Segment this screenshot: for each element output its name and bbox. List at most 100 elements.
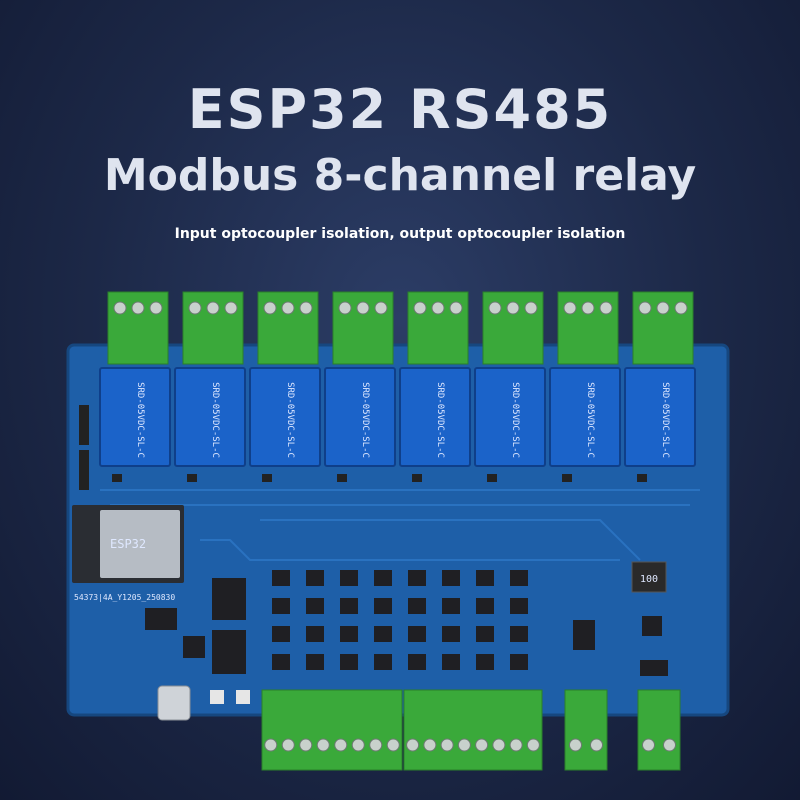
led [337,474,347,482]
optocoupler [340,570,358,586]
optocoupler-grid [272,570,528,670]
optocoupler [476,626,494,642]
pcb-traces [100,489,700,561]
terminal-screw [457,738,471,752]
optocoupler [442,626,460,642]
relay [324,367,396,467]
terminal-screw [334,738,348,752]
terminal-screw [413,301,427,315]
optocoupler [306,626,324,642]
terminal-block [403,689,543,771]
optocoupler [510,598,528,614]
optocoupler [374,570,392,586]
terminal-screw [674,301,688,315]
terminal-screw [449,301,463,315]
optocoupler [476,654,494,670]
terminal-screw [406,738,420,752]
optocoupler [408,626,426,642]
relay-label: SRD-05VDC-SL-C [510,382,520,458]
relay [99,367,171,467]
terminal-screw [509,738,523,752]
terminal-screw [569,738,582,752]
terminal-screw [590,738,603,752]
terminal-screw [188,301,202,315]
optocoupler [442,598,460,614]
relay [174,367,246,467]
terminal-screw [440,738,454,752]
optocoupler [272,654,290,670]
led [412,474,422,482]
optocoupler [306,598,324,614]
inductor-label: 100 [640,574,658,585]
terminal-screw [431,301,445,315]
terminal-screw [263,301,277,315]
terminal-screw [206,301,220,315]
optocoupler [510,654,528,670]
relay-label: SRD-05VDC-SL-C [435,382,445,458]
relay-label: SRD-05VDC-SL-C [210,382,220,458]
terminal-block [637,689,681,771]
optocoupler [272,626,290,642]
terminal-screw [264,738,278,752]
terminal-screw [423,738,437,752]
terminal-screw [224,301,238,315]
title-line-1: ESP32 RS485 [187,78,613,141]
terminal-screw [351,738,365,752]
optocoupler [476,598,494,614]
esp32-module: ESP32 [72,505,184,583]
relay-label: SRD-05VDC-SL-C [660,382,670,458]
relay-label: SRD-05VDC-SL-C [285,382,295,458]
relay-row: SRD-05VDC-SL-C SRD-05VDC-SL-C SRD-05VDC-SL… [99,291,696,482]
pin-header-left [79,405,89,490]
usb-c-port [157,685,191,721]
relay-label: SRD-05VDC-SL-C [360,382,370,458]
ic-chips [145,578,668,676]
terminal-screw [281,301,295,315]
led [637,474,647,482]
terminal-screw [663,738,676,752]
relay-label: SRD-05VDC-SL-C [585,382,595,458]
optocoupler [306,570,324,586]
optocoupler [510,570,528,586]
pcb-code: 54373|4A_Y1205_250830 [74,593,175,602]
relay [399,367,471,467]
optocoupler [374,626,392,642]
bottom-terminals [261,689,681,771]
optocoupler [476,570,494,586]
terminal-screw [131,301,145,315]
led [112,474,122,482]
led [562,474,572,482]
terminal-screw [369,738,383,752]
optocoupler [374,654,392,670]
terminal-screw [638,301,652,315]
led [187,474,197,482]
optocoupler [442,654,460,670]
led [262,474,272,482]
title-line-2: Modbus 8-channel relay [103,150,697,201]
led [487,474,497,482]
subtitle: Input optocoupler isolation, output opto… [174,226,626,242]
terminal-screw [316,738,330,752]
terminal-screw [356,301,370,315]
optocoupler [408,570,426,586]
relay [249,367,321,467]
optocoupler [340,626,358,642]
terminal-screw [599,301,613,315]
optocoupler [442,570,460,586]
optocoupler [306,654,324,670]
terminal-screw [656,301,670,315]
optocoupler [374,598,392,614]
optocoupler [408,654,426,670]
optocoupler [408,598,426,614]
terminal-screw [488,301,502,315]
optocoupler [340,654,358,670]
terminal-screw [506,301,520,315]
terminal-block [261,689,403,771]
terminal-screw [492,738,506,752]
terminal-screw [581,301,595,315]
terminal-screw [281,738,295,752]
terminal-screw [338,301,352,315]
optocoupler [272,570,290,586]
reset-button [210,690,224,704]
